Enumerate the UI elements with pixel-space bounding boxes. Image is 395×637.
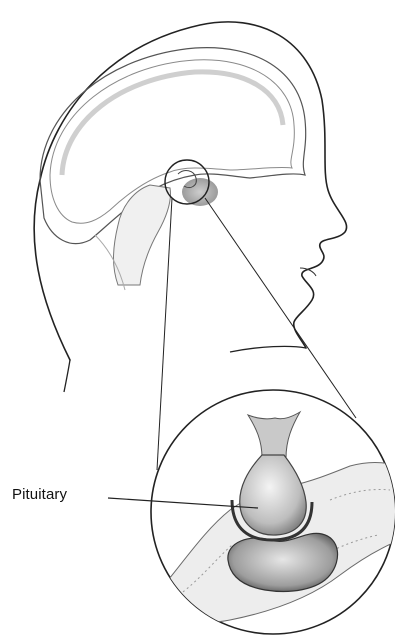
sphenoid-sinus [228,533,338,591]
brain-inner-shading [62,72,283,175]
neck-back-line [64,360,70,392]
neck-front-line [230,346,306,352]
small-pituitary-gland [182,178,218,206]
pituitary-label: Pituitary [12,486,67,503]
zoom-line-left [157,198,172,470]
zoom-line-right [205,198,356,418]
